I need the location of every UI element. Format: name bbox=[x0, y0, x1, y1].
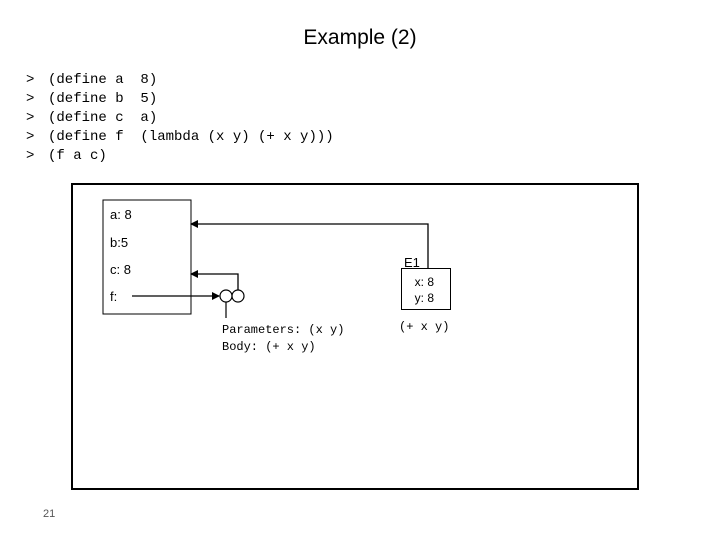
e1-binding-x: x: 8 bbox=[414, 275, 434, 289]
procedure-env-circle bbox=[231, 289, 245, 303]
e1-frame: x: 8 y: 8 bbox=[401, 268, 451, 310]
global-frame-box bbox=[102, 199, 192, 315]
slide-title: Example (2) bbox=[303, 26, 417, 49]
prompt-symbol: > bbox=[26, 72, 35, 88]
page-number: 21 bbox=[43, 508, 56, 520]
code-line: > (define c a) bbox=[26, 109, 334, 128]
code-text: (define f (lambda (x y) (+ x y))) bbox=[48, 129, 334, 145]
code-text: (define b 5) bbox=[48, 91, 158, 107]
code-text: (define a 8) bbox=[48, 72, 158, 88]
binding-c: c: 8 bbox=[110, 262, 131, 277]
e1-body: (+ x y) bbox=[399, 320, 450, 334]
prompt-symbol: > bbox=[26, 129, 35, 145]
e1-binding-y: y: 8 bbox=[414, 291, 434, 305]
code-text: (f a c) bbox=[48, 148, 107, 164]
procedure-code-circle bbox=[219, 289, 233, 303]
environment-frame bbox=[71, 183, 639, 490]
procedure-env-arrow bbox=[190, 270, 239, 290]
code-listing: > (define a 8) > (define b 5) > (define … bbox=[26, 71, 334, 166]
code-line: > (define f (lambda (x y) (+ x y))) bbox=[26, 128, 334, 147]
procedure-body: Body: (+ x y) bbox=[222, 340, 316, 354]
prompt-symbol: > bbox=[26, 110, 35, 126]
prompt-symbol: > bbox=[26, 148, 35, 164]
binding-f: f: bbox=[110, 289, 118, 304]
e1-enclosing-arrow bbox=[190, 220, 429, 268]
binding-b: b:5 bbox=[110, 235, 129, 250]
e1-label: E1 bbox=[404, 255, 420, 270]
code-line: > (define b 5) bbox=[26, 90, 334, 109]
procedure-parameters: Parameters: (x y) bbox=[222, 323, 345, 337]
code-line: > (f a c) bbox=[26, 147, 334, 166]
code-line: > (define a 8) bbox=[26, 71, 334, 90]
binding-a: a: 8 bbox=[110, 207, 132, 222]
prompt-symbol: > bbox=[26, 91, 35, 107]
code-text: (define c a) bbox=[48, 110, 158, 126]
